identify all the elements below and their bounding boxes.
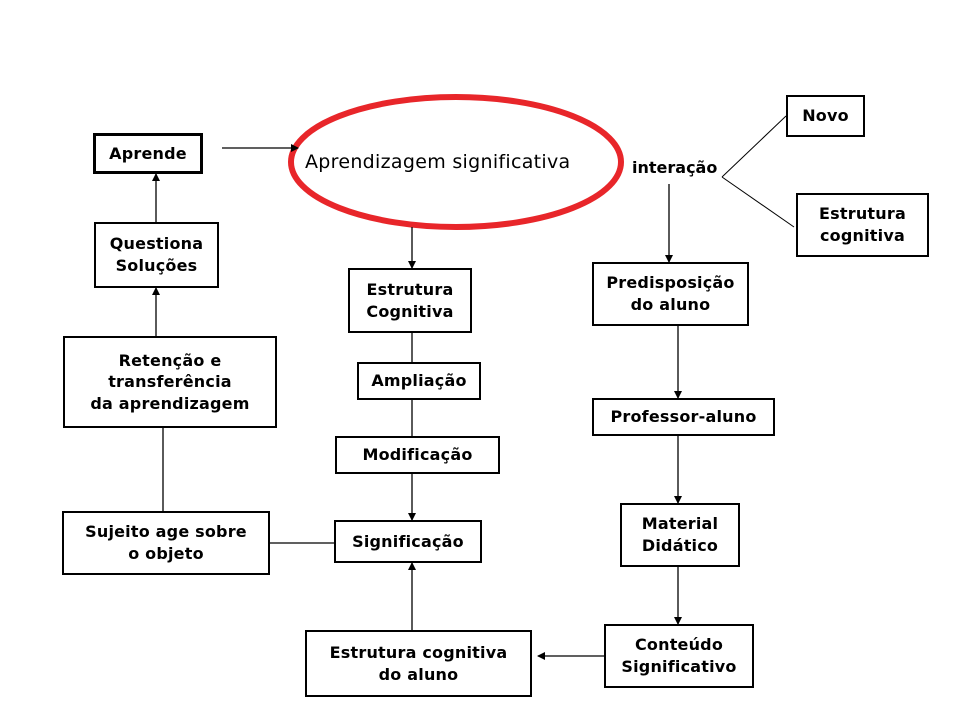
aprende-box: Aprende — [93, 133, 203, 174]
estrutura-cognitiva-right-box: Estrutura cognitiva — [796, 193, 929, 257]
professor-aluno-box: Professor-aluno — [592, 398, 775, 436]
significacao-box: Significação — [334, 520, 482, 563]
interacao-label: interação — [632, 158, 718, 177]
sujeito-box: Sujeito age sobre o objeto — [62, 511, 270, 575]
ampliacao-box: Ampliação — [357, 362, 481, 400]
center-title: Aprendizagem significativa — [305, 151, 571, 173]
conteudo-box: Conteúdo Significativo — [604, 624, 754, 688]
central-ellipse — [288, 94, 624, 230]
novo-box: Novo — [786, 95, 865, 137]
connector-interacao-to-novo — [721, 115, 787, 178]
estrutura-aluno-box: Estrutura cognitiva do aluno — [305, 630, 532, 697]
retencao-box: Retenção e transferência da aprendizagem — [63, 336, 277, 428]
connector-interacao-to-estrutura-right — [721, 176, 795, 228]
questiona-box: Questiona Soluções — [94, 222, 219, 288]
estrutura-cognitiva-mid-box: Estrutura Cognitiva — [348, 268, 472, 333]
modificacao-box: Modificação — [335, 436, 500, 474]
predisposicao-box: Predisposição do aluno — [592, 262, 749, 326]
material-box: Material Didático — [620, 503, 740, 567]
